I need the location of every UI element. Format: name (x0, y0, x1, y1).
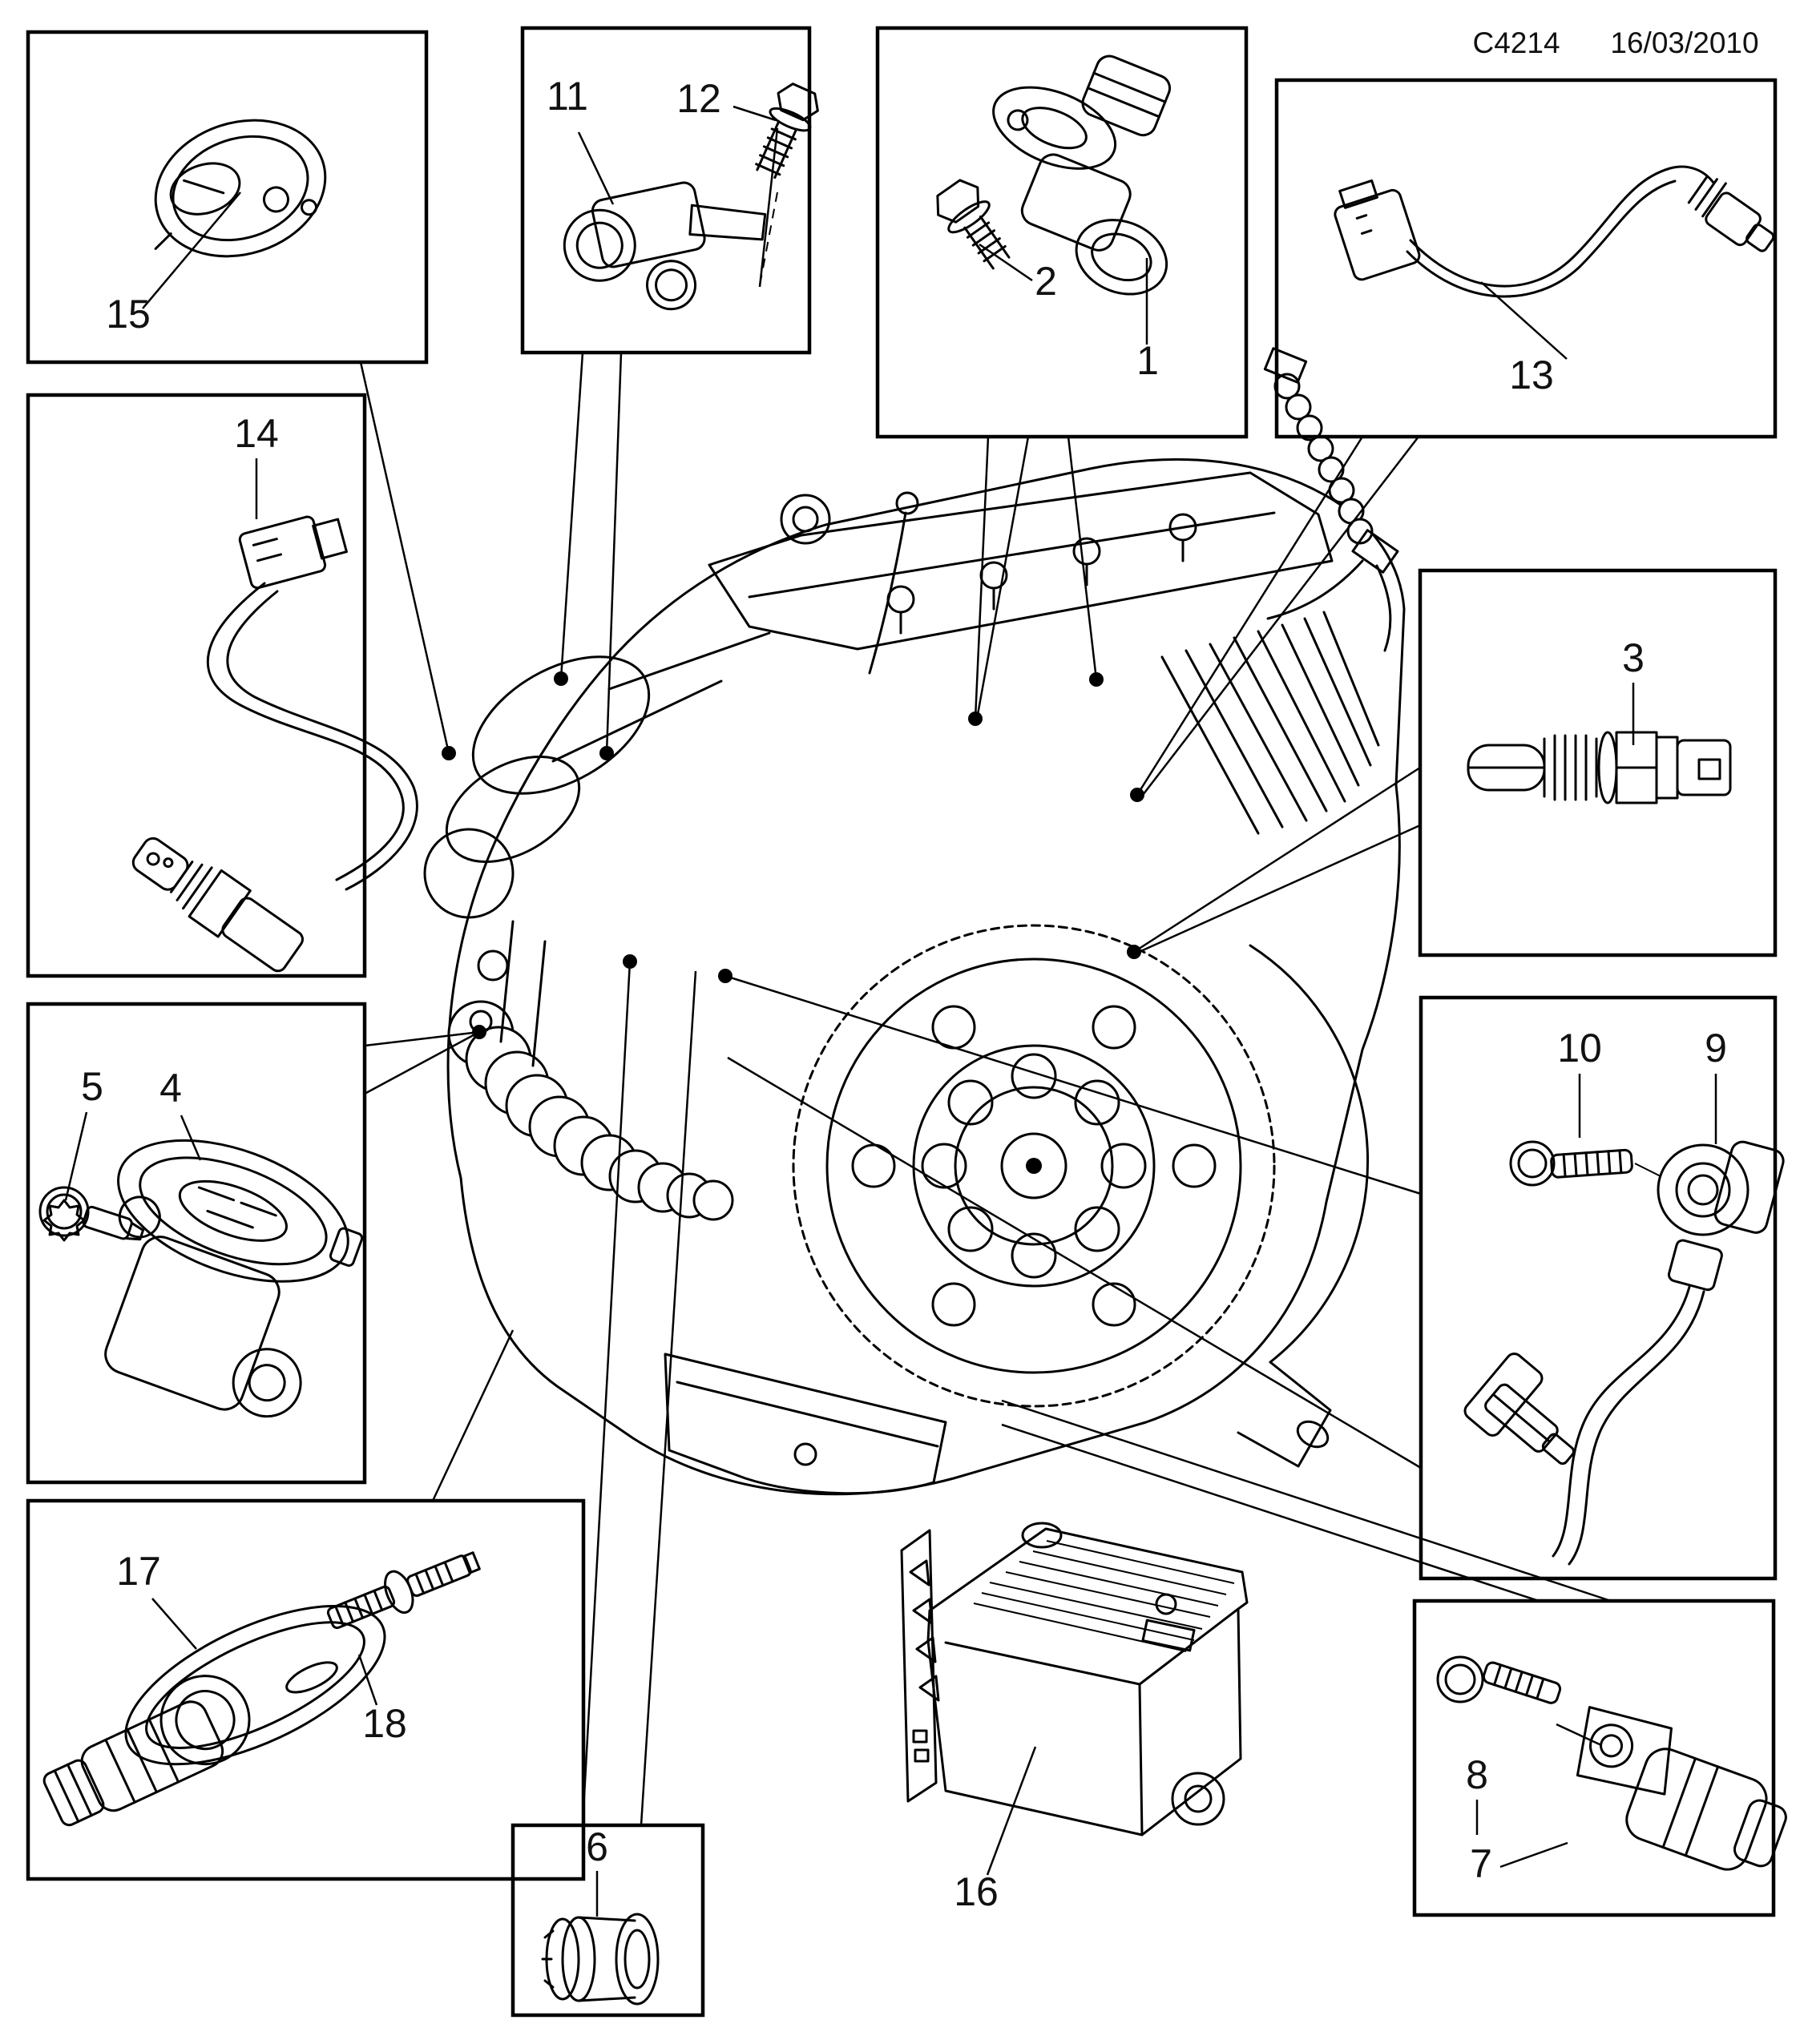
callout-15-box[interactable] (26, 30, 429, 365)
leader-line (974, 436, 990, 720)
leader-line (975, 436, 1030, 720)
part-number-1[interactable]: 1 (1136, 338, 1159, 383)
part-number-18[interactable]: 18 (362, 1701, 407, 1746)
leader-line (1136, 436, 1364, 796)
part-number-10[interactable]: 10 (1557, 1026, 1602, 1070)
part-number-6[interactable]: 6 (586, 1824, 608, 1869)
part-3-drawing (1467, 731, 1732, 804)
callout-13-pointer (1480, 281, 1568, 360)
leader-line (559, 352, 584, 679)
leader-line (605, 352, 623, 754)
part-10-bolt-drawing (1509, 1140, 1661, 1187)
part-15-drawing (154, 119, 327, 258)
part-number-9[interactable]: 9 (1705, 1026, 1727, 1070)
part-number-12[interactable]: 12 (676, 76, 721, 121)
part-number-3[interactable]: 3 (1622, 635, 1645, 680)
part-16-ecu-drawing (900, 1522, 1249, 1836)
part-number-14[interactable]: 14 (234, 411, 279, 456)
callout-4-5-box[interactable] (26, 1002, 367, 1485)
callout-7-8-box[interactable] (1412, 1599, 1776, 1917)
callout-14-box[interactable] (26, 393, 367, 978)
part-number-8[interactable]: 8 (1466, 1752, 1488, 1797)
callout-4-5-pointer (64, 1111, 88, 1201)
corrugated-hose (447, 1000, 734, 1221)
leader-line (724, 974, 1422, 1195)
leader-line (1001, 1423, 1540, 1603)
leader-line (364, 1030, 480, 1047)
callout-15-pointer (142, 191, 241, 309)
part-number-11[interactable]: 11 (547, 74, 588, 119)
callout-1-2-box[interactable] (875, 26, 1249, 439)
callout-17-18-pointer (151, 1598, 197, 1650)
callout-3-box[interactable] (1418, 568, 1778, 957)
callout-11-12-pointer (758, 127, 779, 288)
callout-6-box[interactable] (511, 1823, 705, 2018)
part-number-16[interactable]: 16 (954, 1869, 999, 1914)
callout-17-18-pointer (357, 1654, 378, 1706)
part-number-7[interactable]: 7 (1470, 1841, 1492, 1886)
callout-11-12-pointer (577, 131, 615, 205)
part-4-drawing (104, 1139, 364, 1418)
sensor-locations (442, 671, 1144, 1039)
leader-line (359, 361, 450, 754)
leader-line (1140, 436, 1419, 799)
part-12-bolt-drawing (755, 83, 819, 179)
callout-7-8-pointer (1499, 1841, 1568, 1869)
leader-line (364, 1030, 480, 1095)
figure-code: C4214 (1472, 26, 1560, 59)
leader-line (727, 1056, 1422, 1470)
callout-1-2-pointer (979, 243, 1033, 282)
part-14-drawing (131, 515, 418, 973)
figure-date: 16/03/2010 (1610, 26, 1758, 59)
leader-line (1133, 766, 1421, 953)
leader-line (1135, 824, 1421, 955)
part-13-drawing (1334, 165, 1775, 298)
part-number-2[interactable]: 2 (1035, 259, 1057, 304)
wiring-harness (1273, 373, 1374, 545)
callout-4-5-pointer (180, 1115, 202, 1161)
leader-line (640, 970, 697, 1826)
part-11-drawing (563, 181, 767, 311)
leader-line (581, 961, 632, 1826)
part-number-13[interactable]: 13 (1509, 353, 1554, 397)
callouts-layer: 15 11 12 2 1 13 14 3 5 4 10 9 17 18 6 8 7 16 (26, 26, 1778, 2018)
part-17-drawing (42, 1604, 386, 1827)
callout-11-12-pointer (732, 105, 777, 122)
leader-line (431, 1329, 515, 1502)
callout-9-10-box[interactable] (1419, 995, 1778, 1581)
callout-17-18-box[interactable] (26, 1498, 586, 1881)
part-1-drawing (992, 54, 1172, 296)
part-2-bolt-drawing (936, 179, 1011, 270)
flywheel (792, 924, 1276, 1408)
part-5-screw-drawing (38, 1186, 145, 1242)
part-7-drawing (1576, 1706, 1787, 1871)
part-number-4[interactable]: 4 (159, 1066, 182, 1111)
part-number-15[interactable]: 15 (106, 292, 151, 337)
callout-11-12-box[interactable] (520, 26, 812, 355)
leader-line (1001, 1399, 1612, 1603)
part-9-drawing (1463, 1140, 1785, 1566)
part-number-5[interactable]: 5 (81, 1064, 103, 1109)
callout-7-8-pointer (1556, 1723, 1602, 1747)
part-number-17[interactable]: 17 (116, 1549, 161, 1594)
callout-16-pointer (986, 1746, 1037, 1876)
part-8-bolt-drawing (1436, 1655, 1562, 1704)
part-18-stud-drawing (326, 1551, 481, 1630)
part-6-drawing (541, 1913, 660, 2006)
callout-13-box[interactable] (1274, 78, 1778, 439)
ecu-fins (973, 1540, 1235, 1652)
leader-line (1067, 436, 1098, 680)
heat-shield-fins (1160, 611, 1380, 835)
